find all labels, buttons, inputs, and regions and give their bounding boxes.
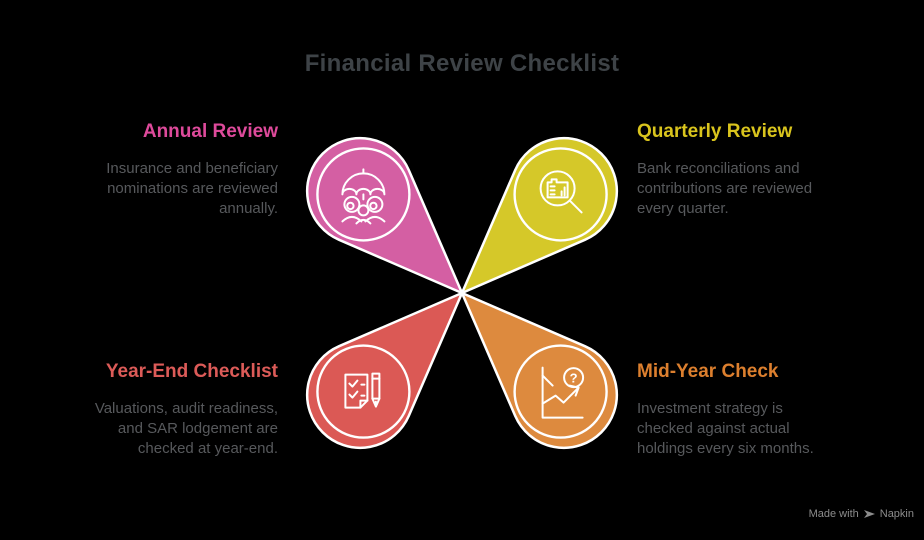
- napkin-watermark[interactable]: Made with Napkin: [809, 508, 914, 520]
- petal-annual-review: [305, 136, 465, 296]
- petal-quarterly-review: [459, 136, 619, 296]
- year-end-checklist-text-block: Year-End Checklist Valuations, audit rea…: [78, 361, 278, 460]
- ledger-magnifier-icon: [539, 170, 583, 214]
- umbrella-family-icon: [341, 168, 386, 225]
- year-end-checklist-heading: Year-End Checklist: [105, 361, 278, 382]
- petal-ring-yearend: [316, 344, 411, 439]
- year-end-checklist-description: Valuations, audit readiness, and SAR lod…: [94, 399, 278, 458]
- petal-mid-year-check: ?: [459, 290, 619, 450]
- petal-ring-quarterly: [513, 147, 608, 242]
- petal-ring-midyear: [513, 344, 608, 439]
- annual-review-description: Insurance and beneficiary nominations ar…: [106, 159, 278, 218]
- mid-year-check-heading: Mid-Year Check: [637, 361, 779, 382]
- napkin-logo-icon: [863, 510, 875, 518]
- petal-shape-annual: [305, 136, 465, 296]
- petal-shape-yearend: [305, 290, 465, 450]
- svg-text:?: ?: [570, 371, 578, 386]
- quarterly-review-description: Bank reconciliations and contributions a…: [637, 159, 813, 218]
- annual-review-heading: Annual Review: [142, 121, 278, 142]
- watermark-prefix: Made with: [808, 508, 859, 520]
- petal-shape-quarterly: [459, 136, 619, 296]
- page-title: Financial Review Checklist: [304, 50, 620, 77]
- watermark-brand: Napkin: [879, 508, 914, 520]
- checklist-pen-icon: [344, 372, 381, 409]
- petal-shape-midyear: [459, 290, 619, 450]
- annual-review-text-block: Annual Review Insurance and beneficiary …: [78, 121, 278, 220]
- mid-year-check-description: Investment strategy is checked against a…: [637, 399, 814, 458]
- mid-year-check-text-block: Mid-Year Check Investment strategy is ch…: [637, 361, 842, 460]
- petal-year-end-checklist: [305, 290, 465, 450]
- petal-ring-annual: [316, 147, 411, 242]
- chart-question-icon: ?: [541, 366, 585, 419]
- quarterly-review-text-block: Quarterly Review Bank reconciliations an…: [637, 121, 833, 220]
- quarterly-review-heading: Quarterly Review: [637, 121, 793, 142]
